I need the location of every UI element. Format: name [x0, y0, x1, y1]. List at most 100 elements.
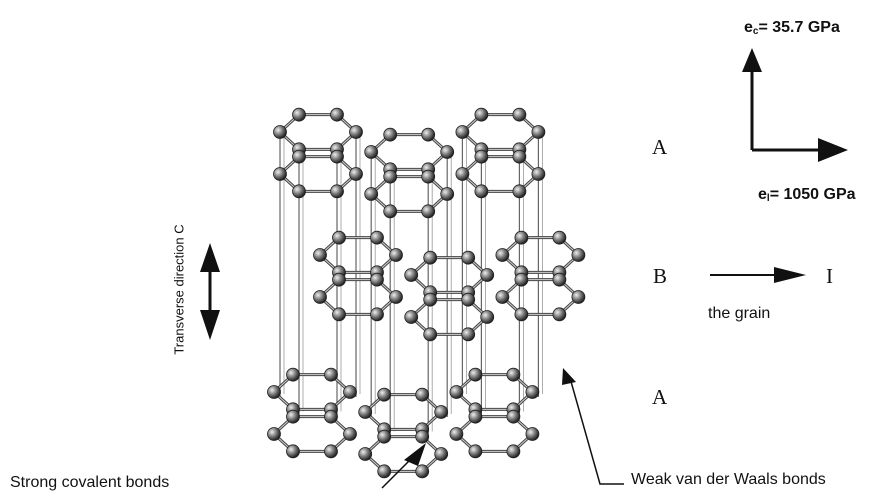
- carbon-atom: [324, 444, 338, 459]
- carbon-atom: [506, 367, 521, 382]
- carbon-atom: [324, 409, 338, 424]
- carbon-atom: [512, 184, 527, 199]
- carbon-atom: [330, 184, 344, 199]
- carbon-atom: [415, 387, 430, 402]
- carbon-atom: [358, 447, 373, 461]
- carbon-atom: [512, 149, 527, 164]
- carbon-atom: [571, 290, 586, 304]
- carbon-atom: [440, 145, 455, 159]
- vdw-bond-leader: [562, 368, 624, 485]
- carbon-atom: [343, 427, 357, 441]
- carbon-atom: [461, 292, 476, 307]
- carbon-atom: [421, 127, 436, 142]
- carbon-atom: [332, 307, 346, 322]
- carbon-atom: [514, 272, 529, 287]
- carbon-atom: [512, 107, 527, 122]
- layer-a-top-lattice: [273, 107, 546, 219]
- carbon-atom: [531, 167, 546, 181]
- carbon-atom: [421, 169, 436, 184]
- carbon-atom: [267, 385, 281, 399]
- carbon-atom: [370, 272, 384, 287]
- carbon-atom: [480, 310, 495, 324]
- carbon-atom: [449, 427, 464, 441]
- carbon-atom: [286, 367, 300, 382]
- carbon-atom: [455, 125, 470, 139]
- carbon-atom: [404, 268, 419, 282]
- vdw-bonds-label: Weak van der Waals bonds: [631, 471, 826, 488]
- carbon-atom: [423, 250, 438, 265]
- direction-i-label: I: [826, 264, 833, 288]
- carbon-atom: [358, 405, 373, 419]
- carbon-atom: [404, 310, 419, 324]
- carbon-atom: [480, 268, 495, 282]
- ec-modulus-label: ec= 35.7 GPa: [744, 19, 840, 37]
- carbon-atom: [552, 307, 567, 322]
- layer-a-bottom-lattice: [267, 367, 540, 479]
- carbon-atom: [525, 385, 540, 399]
- carbon-atom: [552, 272, 567, 287]
- carbon-atom: [330, 107, 344, 122]
- carbon-atom: [286, 409, 300, 424]
- carbon-atom: [468, 367, 483, 382]
- carbon-atom: [389, 290, 403, 304]
- carbon-atom: [330, 149, 344, 164]
- carbon-atom: [383, 169, 398, 184]
- carbon-atom: [349, 167, 363, 181]
- carbon-atom: [370, 230, 384, 245]
- carbon-atom: [313, 290, 327, 304]
- carbon-atom: [495, 248, 510, 262]
- carbon-atom: [434, 447, 449, 461]
- carbon-atom: [552, 230, 567, 245]
- carbon-atom: [468, 444, 483, 459]
- transverse-direction-label: Transverse direction C: [171, 224, 187, 355]
- carbon-atom: [449, 385, 464, 399]
- carbon-atom: [455, 167, 470, 181]
- carbon-atom: [506, 444, 521, 459]
- carbon-atom: [349, 125, 363, 139]
- carbon-atom: [474, 107, 489, 122]
- axes-icon: [742, 48, 848, 162]
- carbon-atom: [423, 292, 438, 307]
- carbon-atom: [461, 250, 476, 265]
- layer-a-top-label: A: [652, 135, 668, 159]
- carbon-atom: [370, 307, 384, 322]
- carbon-atom: [383, 127, 398, 142]
- transverse-double-arrow-icon: [200, 243, 220, 340]
- carbon-atom: [292, 149, 306, 164]
- carbon-atom: [292, 107, 306, 122]
- carbon-atom: [286, 444, 300, 459]
- carbon-atom: [495, 290, 510, 304]
- carbon-atom: [364, 145, 379, 159]
- carbon-atom: [571, 248, 586, 262]
- carbon-atom: [434, 405, 449, 419]
- carbon-atom: [324, 367, 338, 382]
- carbon-atom: [514, 230, 529, 245]
- carbon-atom: [525, 427, 540, 441]
- carbon-atom: [292, 184, 306, 199]
- carbon-atom: [506, 409, 521, 424]
- carbon-atom: [474, 149, 489, 164]
- carbon-atom: [377, 429, 392, 444]
- layer-b-middle-lattice: [313, 230, 586, 342]
- carbon-atom: [343, 385, 357, 399]
- carbon-atom: [273, 167, 287, 181]
- carbon-atom: [421, 204, 436, 219]
- carbon-atom: [440, 187, 455, 201]
- carbon-atom: [415, 464, 430, 479]
- carbon-atom: [474, 184, 489, 199]
- arrow-to-i-icon: [710, 267, 806, 283]
- carbon-atom: [383, 204, 398, 219]
- carbon-atom: [273, 125, 287, 139]
- carbon-atom: [531, 125, 546, 139]
- carbon-atom: [377, 387, 392, 402]
- carbon-atom: [267, 427, 281, 441]
- covalent-bonds-label: Strong covalent bonds: [10, 474, 170, 491]
- layer-b-label: B: [653, 264, 668, 288]
- carbon-atom: [364, 187, 379, 201]
- carbon-atom: [377, 464, 392, 479]
- carbon-atom: [313, 248, 327, 262]
- carbon-atom: [423, 327, 438, 342]
- el-modulus-label: el= 1050 GPa: [758, 186, 856, 204]
